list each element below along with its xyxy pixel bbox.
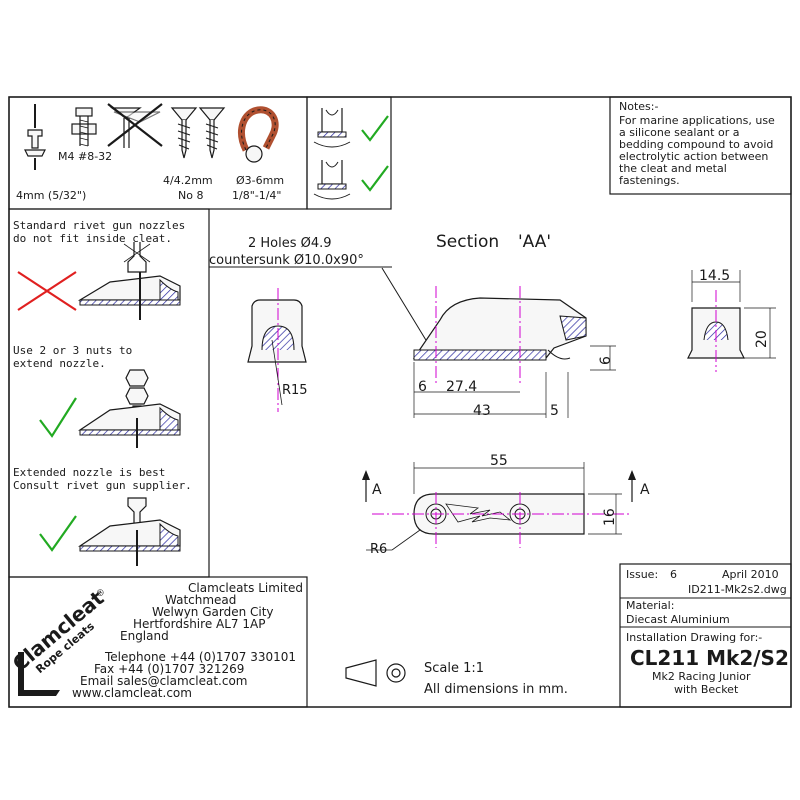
- holes-label-line1: 2 Holes Ø4.9: [248, 236, 332, 251]
- plan-view: 55 16 R6: [366, 453, 632, 557]
- section-arrow-label: A: [372, 482, 382, 498]
- section-arrow-label: A: [640, 482, 650, 498]
- part-description-1: Mk2 Racing Junior: [652, 670, 751, 683]
- section-arrow-left: A: [362, 470, 382, 502]
- telephone: Telephone +44 (0)1707 330101: [104, 650, 296, 664]
- fasteners-panel: 4mm (5/32") M4 #8-32 4/4.2mm No 8 Ø3-6mm…: [8, 96, 308, 210]
- scale-text: Scale 1:1: [424, 661, 484, 676]
- dim-14-5: 14.5: [699, 268, 730, 284]
- notes-line: bedding compound to avoid: [619, 138, 773, 151]
- install-label: Installation Drawing for:-: [626, 631, 762, 644]
- cleat-mount-icon-1: [313, 108, 351, 148]
- check-icon-3: [39, 397, 77, 438]
- dim-16: 16: [602, 508, 618, 526]
- issue-number: 6: [670, 568, 677, 581]
- guide-text: Standard rivet gun nozzles: [13, 219, 185, 232]
- website: www.clamcleat.com: [72, 686, 192, 700]
- cross-icon: [17, 271, 77, 311]
- section-arrow-right: A: [628, 470, 650, 502]
- screw-icon: [170, 107, 226, 159]
- section-title: Section: [436, 232, 499, 252]
- check-icon-2: [361, 165, 389, 192]
- notes-line: For marine applications, use: [619, 114, 775, 127]
- guide-text: Consult rivet gun supplier.: [13, 479, 192, 492]
- title-block: Issue: 6 April 2010 ID211-Mk2s2.dwg Mate…: [619, 563, 792, 708]
- drawing-file: ID211-Mk2s2.dwg: [688, 583, 787, 596]
- guide-text: do not fit inside cleat.: [13, 232, 172, 245]
- rivet-icon: [24, 104, 46, 170]
- units-text: All dimensions in mm.: [424, 682, 568, 697]
- address-line: Welwyn Garden City: [152, 605, 274, 619]
- end-view-right: 14.5 20: [687, 268, 776, 372]
- guide-text: Use 2 or 3 nuts to: [13, 344, 132, 357]
- scale-block: Scale 1:1 All dimensions in mm.: [345, 659, 568, 697]
- mounting-check-panel: [306, 96, 392, 210]
- email: Email sales@clamcleat.com: [80, 674, 247, 688]
- part-description-2: with Becket: [674, 683, 739, 696]
- notes-box: Notes:- For marine applications, use a s…: [609, 96, 792, 195]
- address-line: Watchmead: [165, 593, 236, 607]
- dim-6-height: 6: [598, 356, 614, 365]
- address-line: England: [120, 629, 169, 643]
- cleat-mount-icon-2: [313, 160, 351, 200]
- part-number: CL211 Mk2/S2: [630, 646, 789, 670]
- material-label: Material:: [626, 599, 674, 612]
- notes-line: fastenings.: [619, 174, 680, 187]
- extended-nozzle-illustration: [78, 497, 181, 566]
- rivet-guide-panel: Standard rivet gun nozzles do not fit in…: [8, 208, 210, 578]
- projection-cone-icon: [345, 659, 377, 687]
- address-line: Hertfordshire AL7 1AP: [133, 617, 265, 631]
- rope-size-label-imperial: 1/8"-1/4": [232, 189, 282, 202]
- dim-27-4: 27.4: [446, 379, 477, 395]
- fax: Fax +44 (0)1707 321269: [94, 662, 244, 676]
- check-icon-1: [361, 115, 389, 142]
- check-icon-4: [39, 515, 77, 552]
- screw-size-label-metric: 4/4.2mm: [163, 174, 213, 187]
- company-block: Clamcleat Rope cleats ® Clamcleats Limit…: [8, 576, 308, 708]
- rivet-size-label: 4mm (5/32"): [16, 189, 86, 202]
- notes-line: electrolytic action between: [619, 150, 768, 163]
- company-name: Clamcleats Limited: [188, 581, 303, 595]
- dim-6-offset: 6: [418, 379, 427, 395]
- issue-label: Issue:: [626, 568, 658, 581]
- dim-20: 20: [754, 330, 770, 348]
- dim-5: 5: [550, 403, 559, 419]
- bolt-icon: [71, 107, 97, 147]
- main-drawing: 2 Holes Ø4.9 countersunk Ø10.0x90° Secti…: [209, 232, 776, 557]
- rope-icon: [238, 106, 279, 163]
- bolt-size-label: M4 #8-32: [58, 150, 112, 163]
- nut-extended-nozzle-illustration: [78, 369, 181, 448]
- end-view-left: R15: [247, 288, 308, 412]
- screw-size-label-gauge: No 8: [178, 189, 203, 202]
- dim-r15: R15: [282, 383, 308, 398]
- rope-size-label-metric: Ø3-6mm: [236, 174, 284, 187]
- notes-title: Notes:-: [619, 100, 658, 113]
- unsuitable-fastener-icon: [107, 103, 163, 148]
- dim-r6: R6: [370, 542, 387, 557]
- dim-55: 55: [490, 453, 508, 469]
- holes-label-line2: countersunk Ø10.0x90°: [209, 253, 364, 268]
- section-label: 'AA': [518, 232, 551, 252]
- section-view: 6 27.4 43 5 6: [412, 286, 616, 419]
- guide-text: extend nozzle.: [13, 357, 106, 370]
- notes-line: the cleat and metal: [619, 162, 727, 175]
- notes-line: a silicone sealant or a: [619, 126, 739, 139]
- standard-nozzle-illustration: [77, 242, 181, 320]
- material-value: Diecast Aluminium: [626, 613, 730, 626]
- dim-43: 43: [473, 403, 491, 419]
- issue-date: April 2010: [722, 568, 779, 581]
- guide-text: Extended nozzle is best: [13, 466, 165, 479]
- logo-swoosh: [18, 652, 60, 696]
